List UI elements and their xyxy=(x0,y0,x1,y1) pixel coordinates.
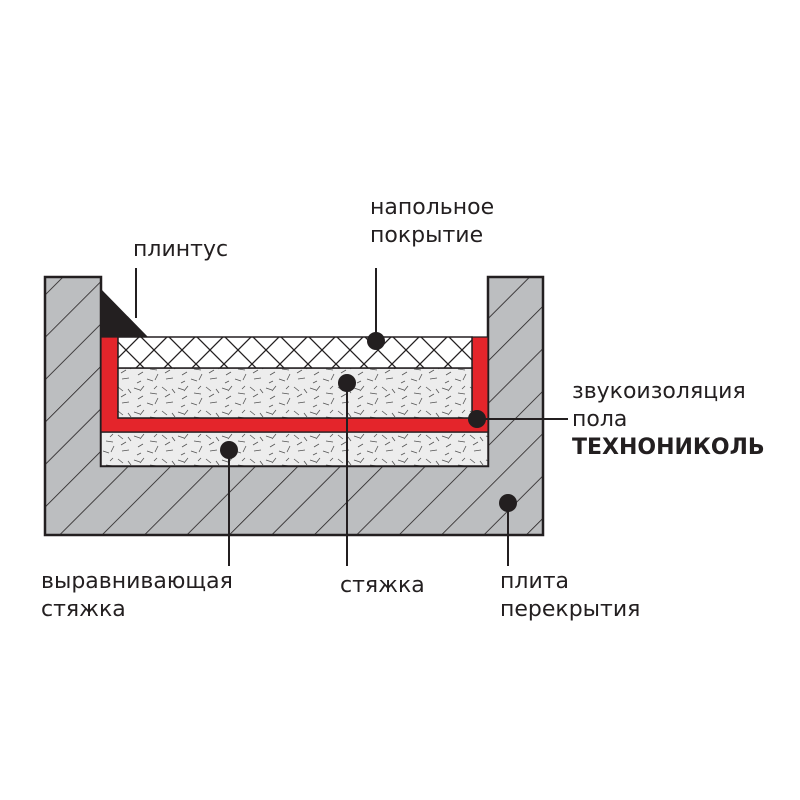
screed-label-text: стяжка xyxy=(340,573,425,598)
floor-covering-crosshatch xyxy=(117,336,473,369)
plinth-label-text: плинтус xyxy=(133,237,229,262)
floor-slab-label-line-2: перекрытия xyxy=(500,597,641,622)
floor-slab-label-line-1: плита xyxy=(500,569,570,594)
plinth-label: плинтус xyxy=(133,236,228,264)
leveling-screed-label-line-1: выравнивающая xyxy=(41,569,233,594)
soundproofing-marker-dot xyxy=(468,410,486,428)
soundproofing-label-line-2: пола xyxy=(572,407,628,432)
leveling-screed-label-line-2: стяжка xyxy=(41,597,126,622)
leveling-screed-label: выравнивающая стяжка xyxy=(41,568,233,624)
screed-layer xyxy=(117,367,473,419)
soundproofing-label-brand: ТЕХНОНИКОЛЬ xyxy=(572,435,765,460)
soundproofing-label: звукоизоляция пола ТЕХНОНИКОЛЬ xyxy=(572,378,765,462)
screed-label: стяжка xyxy=(340,572,425,600)
leveling-screed-layer xyxy=(100,431,489,467)
floor-covering-marker-dot xyxy=(367,332,385,350)
floor-covering-label: напольное покрытие xyxy=(370,194,494,250)
soundproofing-label-line-1: звукоизоляция xyxy=(572,379,746,404)
floor-covering-label-line-1: напольное xyxy=(370,195,495,220)
plinth-shape xyxy=(101,289,148,337)
floor-slab-marker-dot xyxy=(499,494,517,512)
screed-marker-dot xyxy=(338,374,356,392)
floor-slab-label: плита перекрытия xyxy=(500,568,640,624)
floor-covering-label-line-2: покрытие xyxy=(370,223,484,248)
leveling-screed-marker-dot xyxy=(220,441,238,459)
